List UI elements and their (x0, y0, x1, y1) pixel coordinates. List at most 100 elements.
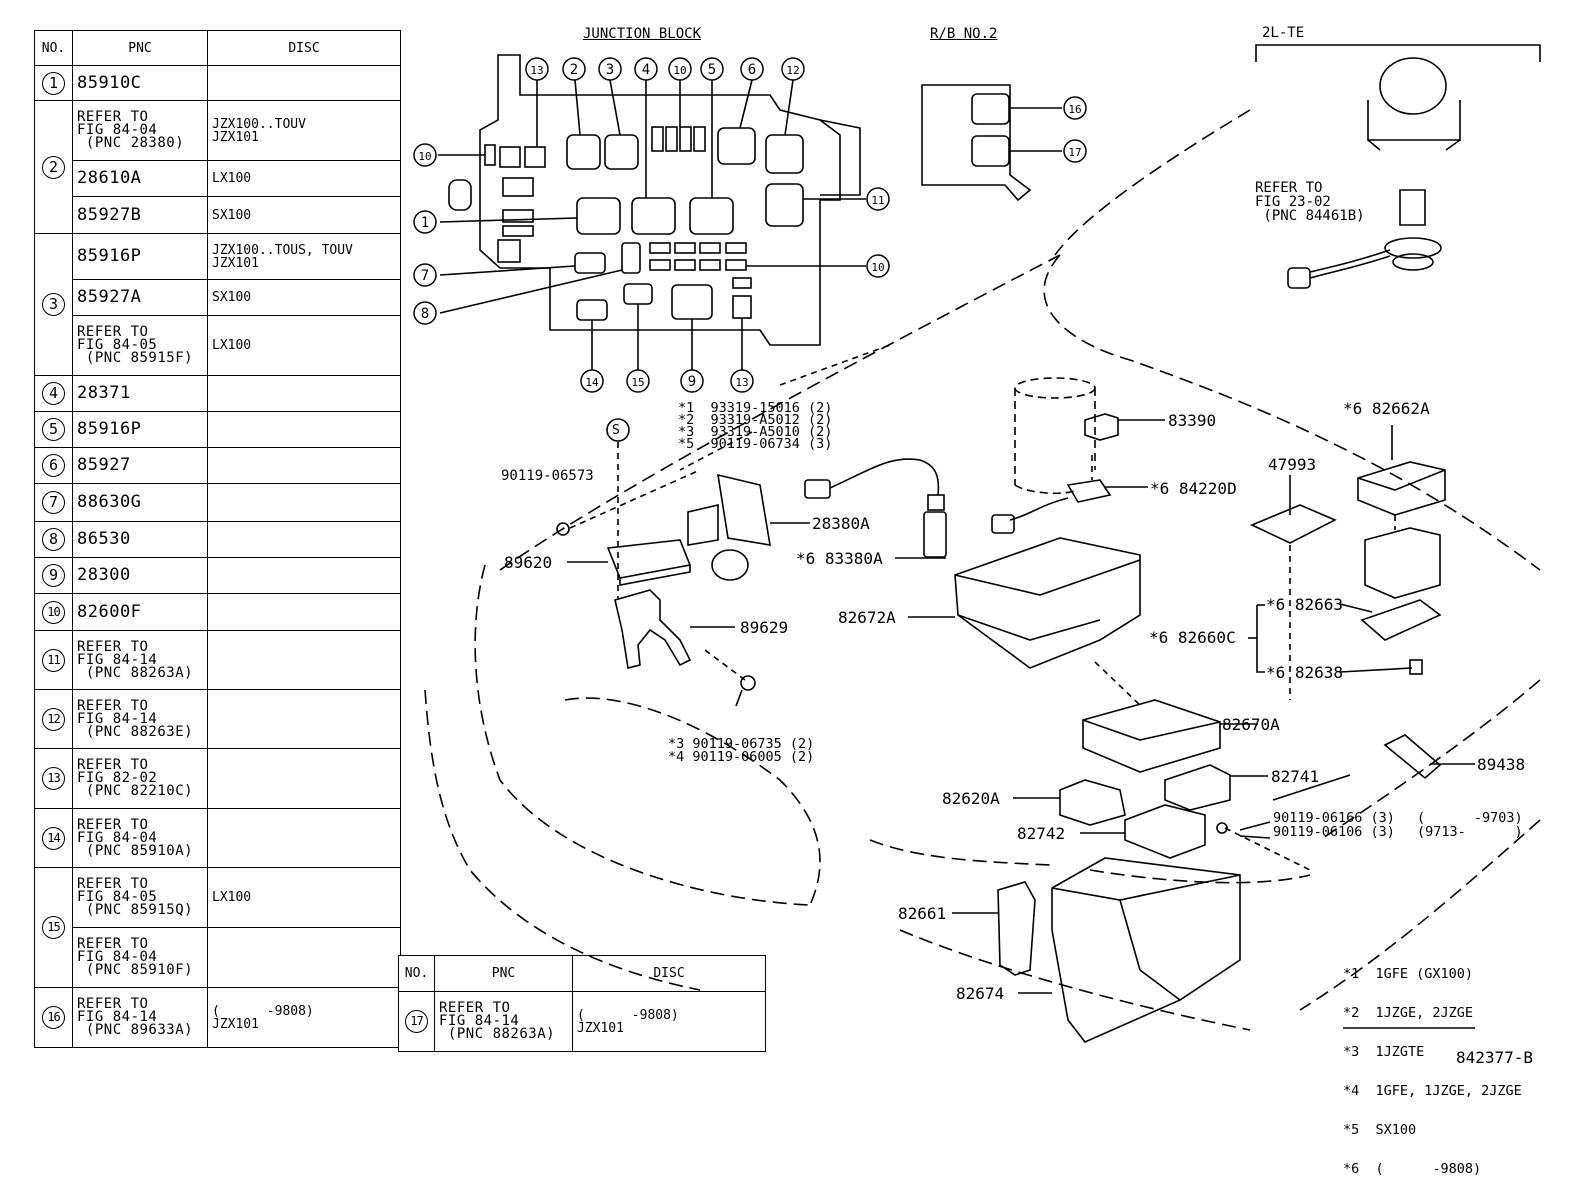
table-row: 13 REFER TO FIG 82-02 (PNC 82210C) (34, 748, 401, 809)
pnc-cell: REFER TO FIG 84-04 (PNC 28380) (77, 109, 185, 151)
part-82672a: 82672A (838, 608, 896, 627)
table-row: 10 82600F (34, 593, 401, 631)
svg-text:12: 12 (786, 64, 799, 77)
bolts-list-mid: *3 90119-06735 (2) *4 90119-06005 (2) (668, 736, 815, 765)
part-90119-06573: 90119-06573 (501, 468, 594, 484)
table-row: 6 85927 (34, 447, 401, 484)
table-row: 17 REFER TO FIG 84-14 (PNC 88263A) ( -98… (398, 991, 766, 1052)
diagram-id: 842377-B (1456, 1048, 1534, 1067)
coolant-reservoir-outline (1014, 377, 1096, 495)
refer-2lte: REFER TO FIG 23-02 (PNC 84461B) (1255, 180, 1365, 224)
callout-2: 2 (562, 57, 586, 81)
row-number: 16 (42, 1006, 65, 1029)
svg-text:11: 11 (871, 194, 884, 207)
disc-cell: SX100 (207, 279, 401, 316)
part-28380a: 28380A (812, 514, 870, 533)
table-row: 15 REFER TO FIG 84-05 (PNC 85915Q) LX100 (34, 867, 401, 988)
row-number: 4 (42, 382, 65, 405)
disc-cell: JZX100..TOUS, TOUV JZX101 (212, 242, 353, 271)
row-number: 10 (42, 600, 65, 624)
part-82670a: 82670A (1222, 715, 1280, 734)
pnc-cell: 28610A (72, 160, 208, 197)
svg-text:2: 2 (570, 62, 578, 78)
s-marker-label: S (612, 423, 620, 438)
callout-6: 6 (740, 57, 764, 81)
callout-4: 4 (634, 57, 658, 81)
pnc-cell: REFER TO FIG 84-05 (PNC 85915F) (77, 324, 194, 366)
junction-callouts: 13 2 3 4 10 5 6 12 10 1 7 8 11 10 14 15 … (413, 57, 1087, 393)
table-row: 11 REFER TO FIG 84-14 (PNC 88263A) (34, 630, 401, 690)
part-89438: 89438 (1477, 755, 1526, 774)
legend-item: *3 1JZGTE (1343, 1044, 1425, 1060)
part-83380a: *6 83380A (796, 549, 883, 568)
disc-cell: ( -9808) JZX101 (212, 1003, 314, 1032)
junction-callout-lines (438, 79, 866, 370)
part-82742: 82742 (1017, 824, 1066, 843)
part-84220d: *6 84220D (1150, 479, 1237, 498)
row-number: 17 (405, 1010, 428, 1033)
callout-10b: 10 (413, 143, 437, 167)
row-number: 15 (42, 916, 65, 939)
engine-title: 2L-TE (1262, 25, 1305, 41)
pnc-cell: 85927 (72, 447, 208, 484)
svg-text:9: 9 (688, 374, 696, 390)
legend-item: *5 SX100 (1343, 1122, 1417, 1138)
part-82662a: *6 82662A (1343, 399, 1430, 418)
connector-82620a-drawing (1059, 779, 1126, 826)
pnc-cell: 85927A (72, 279, 208, 316)
pnc-cell: REFER TO FIG 84-14 (PNC 88263A) (439, 1000, 556, 1042)
sensor-83380a-drawing (804, 458, 947, 558)
part-47993: 47993 (1268, 455, 1317, 474)
svg-text:15: 15 (631, 376, 644, 389)
disc-cell (207, 557, 401, 594)
svg-text:16: 16 (1068, 103, 1081, 116)
callout-9: 9 (680, 369, 704, 393)
svg-text:17: 17 (1068, 146, 1081, 159)
exploded-view-drawing: 13 2 3 4 10 5 6 12 10 1 7 8 11 10 14 15 … (413, 44, 1541, 1043)
disc-cell: ( -9808) JZX101 (577, 1007, 679, 1036)
pnc-cell: 85916P (72, 411, 208, 448)
legend-item: *4 1GFE, 1JZGE, 2JZGE (1343, 1083, 1522, 1099)
callout-12: 12 (781, 57, 805, 81)
header-no: NO. (34, 30, 73, 66)
pnc-cell: REFER TO FIG 82-02 (PNC 82210C) (77, 757, 194, 799)
header-disc: DISC (572, 955, 766, 992)
disc-cell (207, 521, 401, 558)
label-47993-drawing (1250, 504, 1337, 544)
date-range-a: ( -9703) (1417, 810, 1523, 826)
part-82674: 82674 (956, 984, 1005, 1003)
svg-text:5: 5 (708, 62, 716, 78)
pnc-cell: REFER TO FIG 84-04 (PNC 85910A) (77, 816, 194, 859)
engine-legend: *1 1GFE (GX100) *2 1JZGE, 2JZGE *3 1JZGT… (1343, 942, 1522, 1202)
table-row: 5 85916P (34, 411, 401, 448)
part-89620: 89620 (504, 553, 553, 572)
callout-10: 10 (668, 57, 692, 81)
sensor-89438-drawing (1383, 734, 1442, 780)
pnc-cell: REFER TO FIG 84-14 (PNC 89633A) (77, 996, 194, 1038)
legend-item: *2 1JZGE, 2JZGE (1343, 1005, 1474, 1021)
sensor-83390-drawing (1084, 413, 1119, 441)
assembly-leader-lines (569, 344, 1396, 871)
svg-text:8: 8 (421, 306, 429, 322)
row-number: 9 (42, 564, 65, 587)
part-82661: 82661 (898, 904, 947, 923)
engine-bracket (1255, 44, 1541, 62)
disc-cell: LX100 (207, 867, 401, 928)
svg-text:1: 1 (421, 215, 429, 231)
callout-16: 16 (1063, 96, 1087, 120)
table-row: 16 REFER TO FIG 84-14 (PNC 89633A) ( -98… (34, 987, 401, 1048)
row-number: 2 (42, 155, 65, 179)
pnc-cell: REFER TO FIG 84-14 (PNC 88263A) (77, 638, 194, 681)
disc-cell (207, 65, 401, 101)
table-row: REFER TO FIG 84-04 (PNC 85910F) (35, 927, 401, 988)
table-row: 4 28371 (34, 375, 401, 412)
bolt-drawing (1216, 822, 1228, 834)
svg-text:10: 10 (871, 261, 884, 274)
relay-box-cover-82672a (954, 537, 1141, 669)
svg-text:4: 4 (642, 62, 650, 78)
svg-text:13: 13 (735, 376, 748, 389)
row-number: 14 (42, 826, 65, 850)
row-number: 3 (42, 293, 65, 316)
callout-7: 7 (413, 263, 437, 287)
relay-box-82674-drawing (1051, 857, 1241, 1043)
